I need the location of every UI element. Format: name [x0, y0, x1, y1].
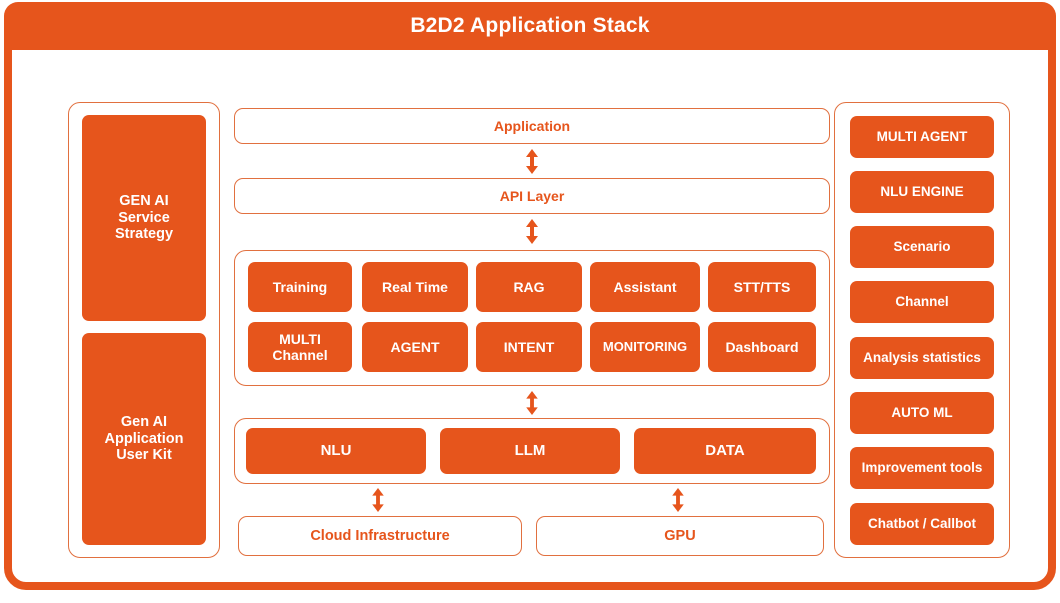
infrastructure-label: Cloud Infrastructure: [310, 528, 450, 544]
platform-data[interactable]: DATA: [634, 428, 816, 474]
right-item-multi-agent[interactable]: MULTI AGENT: [850, 116, 994, 158]
capability-label: Assistant: [613, 278, 677, 295]
right-item-label: Scenario: [893, 239, 951, 255]
capability-label: RAG: [513, 278, 545, 295]
capability-intent[interactable]: INTENT: [476, 322, 582, 372]
capability-dashboard[interactable]: Dashboard: [708, 322, 816, 372]
right-item-auto-ml[interactable]: AUTO ML: [850, 392, 994, 434]
double-arrow-icon-nlu-to-cloud: [370, 488, 386, 512]
right-item-label: MULTI AGENT: [876, 129, 968, 145]
capability-training[interactable]: Training: [248, 262, 352, 312]
double-arrow-icon-application-to-api: [524, 149, 540, 174]
right-item-label: Analysis statistics: [863, 350, 981, 366]
capability-label: Real Time: [382, 278, 448, 295]
double-arrow-icon-capabilities-to-platform: [524, 391, 540, 415]
infrastructure-cloud[interactable]: Cloud Infrastructure: [238, 516, 522, 556]
capability-label: AGENT: [390, 338, 440, 355]
capability-stt-tts[interactable]: STT/TTS: [708, 262, 816, 312]
center-box-label: API Layer: [499, 188, 565, 204]
infrastructure-gpu[interactable]: GPU: [536, 516, 824, 556]
platform-llm[interactable]: LLM: [440, 428, 620, 474]
capability-monitoring[interactable]: MONITORING: [590, 322, 700, 372]
header-bar: B2D2 Application Stack: [4, 2, 1056, 50]
right-item-label: Chatbot / Callbot: [868, 516, 976, 532]
platform-label: LLM: [514, 442, 546, 460]
capability-real-time[interactable]: Real Time: [362, 262, 468, 312]
right-item-improvement-tools[interactable]: Improvement tools: [850, 447, 994, 489]
capability-label: Training: [272, 278, 328, 295]
platform-label: DATA: [705, 442, 745, 460]
right-item-label: NLU ENGINE: [880, 184, 964, 200]
right-item-chatbot-callbot[interactable]: Chatbot / Callbot: [850, 503, 994, 545]
right-item-scenario[interactable]: Scenario: [850, 226, 994, 268]
capability-agent[interactable]: AGENT: [362, 322, 468, 372]
right-item-nlu-engine[interactable]: NLU ENGINE: [850, 171, 994, 213]
double-arrow-icon-api-to-capabilities: [524, 219, 540, 244]
right-item-label: Channel: [895, 294, 949, 310]
page-title: B2D2 Application Stack: [410, 14, 650, 37]
center-box-label: Application: [493, 118, 571, 134]
capability-label: MONITORING: [602, 338, 688, 354]
center-box-api-layer[interactable]: API Layer: [234, 178, 830, 214]
infrastructure-label: GPU: [664, 528, 696, 544]
capability-label: Dashboard: [725, 338, 799, 355]
right-item-channel[interactable]: Channel: [850, 281, 994, 323]
right-item-analysis-statistics[interactable]: Analysis statistics: [850, 337, 994, 379]
right-item-label: Improvement tools: [861, 460, 983, 476]
double-arrow-icon-data-to-gpu: [670, 488, 686, 512]
center-box-application[interactable]: Application: [234, 108, 830, 144]
capability-assistant[interactable]: Assistant: [590, 262, 700, 312]
capability-label: STT/TTS: [733, 278, 791, 295]
right-item-label: AUTO ML: [891, 405, 953, 421]
capability-label: INTENT: [503, 338, 555, 355]
capability-rag[interactable]: RAG: [476, 262, 582, 312]
platform-nlu[interactable]: NLU: [246, 428, 426, 474]
platform-label: NLU: [320, 442, 352, 460]
